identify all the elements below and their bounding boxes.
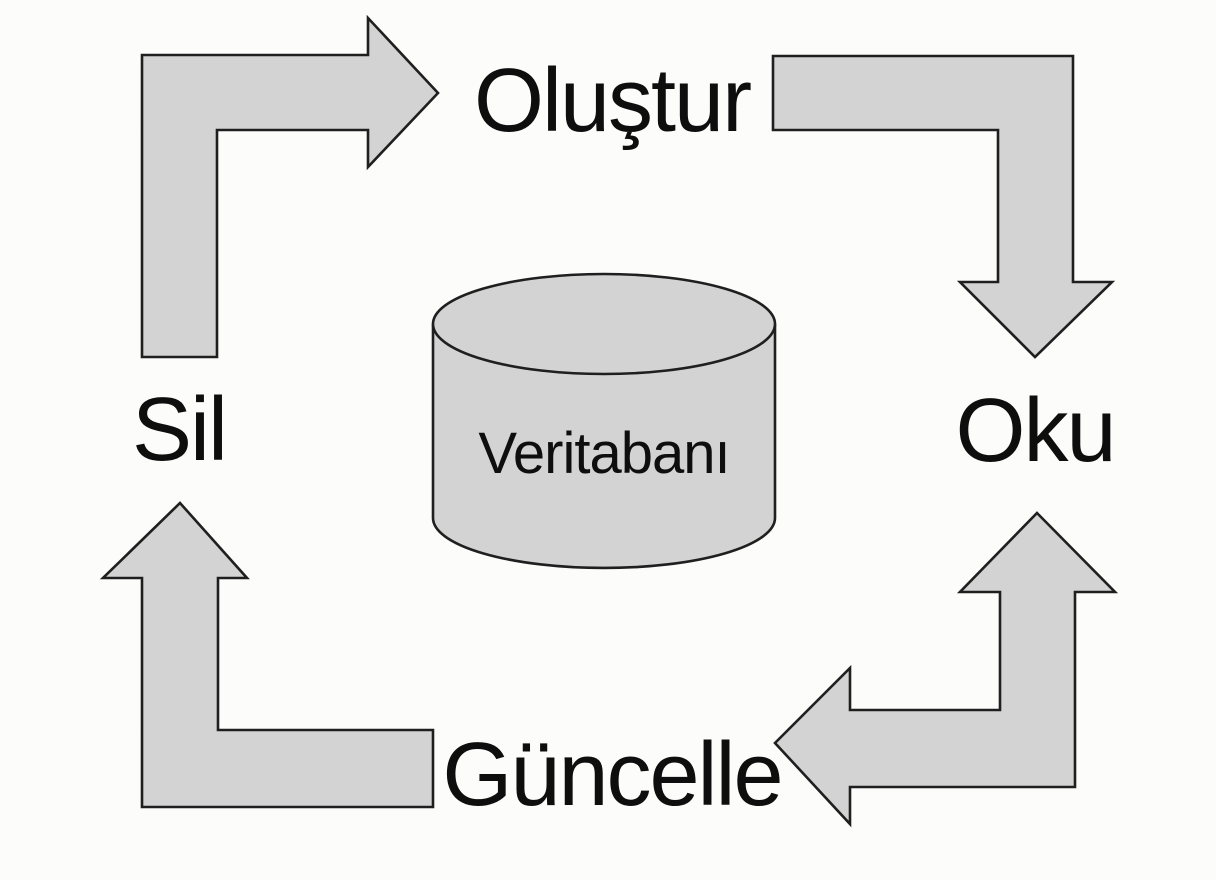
- database-cylinder-icon: [431, 272, 777, 570]
- arrow-update-to-delete-icon: [99, 501, 435, 809]
- arrow-read-update-double-icon: [773, 511, 1119, 828]
- label-read: Oku: [955, 381, 1116, 481]
- label-create: Oluştur: [473, 51, 752, 151]
- label-update: Güncelle: [442, 725, 783, 825]
- arrow-create-to-read-icon: [771, 54, 1116, 359]
- label-delete: Sil: [131, 380, 228, 480]
- arrow-delete-to-create-icon: [140, 14, 440, 359]
- label-database: Veritabanı: [478, 421, 730, 486]
